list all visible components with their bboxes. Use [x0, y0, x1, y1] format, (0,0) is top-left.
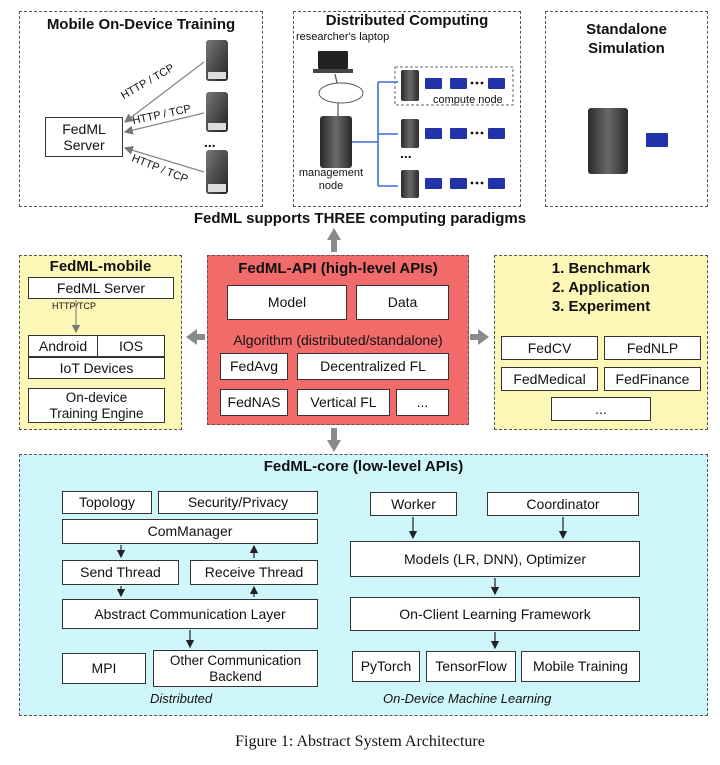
- topology-box: Topology: [62, 491, 152, 514]
- fedmedical-box: FedMedical: [501, 367, 598, 391]
- other-backend-box: Other Communication Backend: [153, 650, 318, 687]
- fedml-core-title: FedML-core (low-level APIs): [263, 458, 464, 475]
- receive-thread-box: Receive Thread: [190, 560, 318, 585]
- fedml-api-title: FedML-API (high-level APIs): [238, 260, 438, 277]
- standalone-title: Standalone Simulation: [586, 21, 667, 57]
- api-more-box: ...: [396, 389, 449, 416]
- bench-more-box: ...: [551, 397, 651, 421]
- mobile-training-panel: [19, 11, 263, 207]
- experiment-line: 3. Experiment: [551, 298, 651, 315]
- coordinator-box: Coordinator: [487, 492, 639, 516]
- decentralized-fl-box: Decentralized FL: [297, 353, 449, 380]
- training-engine-box: On-device Training Engine: [28, 388, 165, 423]
- pytorch-box: PyTorch: [352, 651, 420, 682]
- data-box: Data: [356, 285, 449, 320]
- researchers-laptop-label: researcher's laptop: [296, 31, 390, 43]
- benchmark-line: 1. Benchmark: [551, 260, 651, 277]
- ios-box: IOS: [97, 335, 165, 357]
- mobile-training-box: Mobile Training: [521, 651, 640, 682]
- distributed-computing-title: Distributed Computing: [325, 12, 489, 29]
- standalone-panel: [545, 11, 708, 207]
- model-box: Model: [227, 285, 347, 320]
- fedfinance-box: FedFinance: [604, 367, 701, 391]
- algorithm-label: Algorithm (distributed/standalone): [233, 332, 443, 348]
- iot-devices-box: IoT Devices: [28, 357, 165, 379]
- commanager-box: ComManager: [62, 519, 318, 544]
- distributed-computing-panel: [293, 11, 521, 207]
- on-client-framework-box: On-Client Learning Framework: [350, 597, 640, 631]
- distributed-label: Distributed: [150, 691, 213, 706]
- vertical-fl-box: Vertical FL: [297, 389, 390, 416]
- fedml-server-box: FedML Server: [45, 117, 123, 157]
- mobile-training-title: Mobile On-Device Training: [46, 16, 236, 33]
- worker-box: Worker: [370, 492, 457, 516]
- fedml-mobile-title: FedML-mobile: [49, 258, 152, 275]
- models-optimizer-box: Models (LR, DNN), Optimizer: [350, 541, 640, 577]
- management-node-label: management node: [298, 167, 364, 193]
- mobile-http-tcp-label: HTTP/TCP: [52, 301, 96, 311]
- tensorflow-box: TensorFlow: [426, 651, 516, 682]
- phone-dots: ...: [204, 134, 216, 150]
- application-line: 2. Application: [552, 279, 650, 296]
- fedavg-box: FedAvg: [220, 353, 288, 380]
- mobile-fedml-server-box: FedML Server: [28, 277, 174, 299]
- compute-node-label: compute node: [433, 94, 503, 106]
- send-thread-box: Send Thread: [62, 560, 179, 585]
- fedcv-box: FedCV: [501, 336, 598, 360]
- figure-caption: Figure 1: Abstract System Architecture: [235, 733, 485, 750]
- android-box: Android: [28, 335, 98, 357]
- on-device-ml-label: On-Device Machine Learning: [383, 691, 552, 706]
- internet-label: INTERNET: [321, 89, 361, 98]
- security-privacy-box: Security/Privacy: [158, 491, 318, 514]
- fednlp-box: FedNLP: [604, 336, 701, 360]
- compute-dots: ...: [400, 145, 412, 161]
- mpi-box: MPI: [62, 653, 146, 684]
- abstract-communication-layer-box: Abstract Communication Layer: [62, 599, 318, 629]
- fednas-box: FedNAS: [220, 389, 288, 416]
- paradigms-caption: FedML supports THREE computing paradigms: [193, 210, 527, 227]
